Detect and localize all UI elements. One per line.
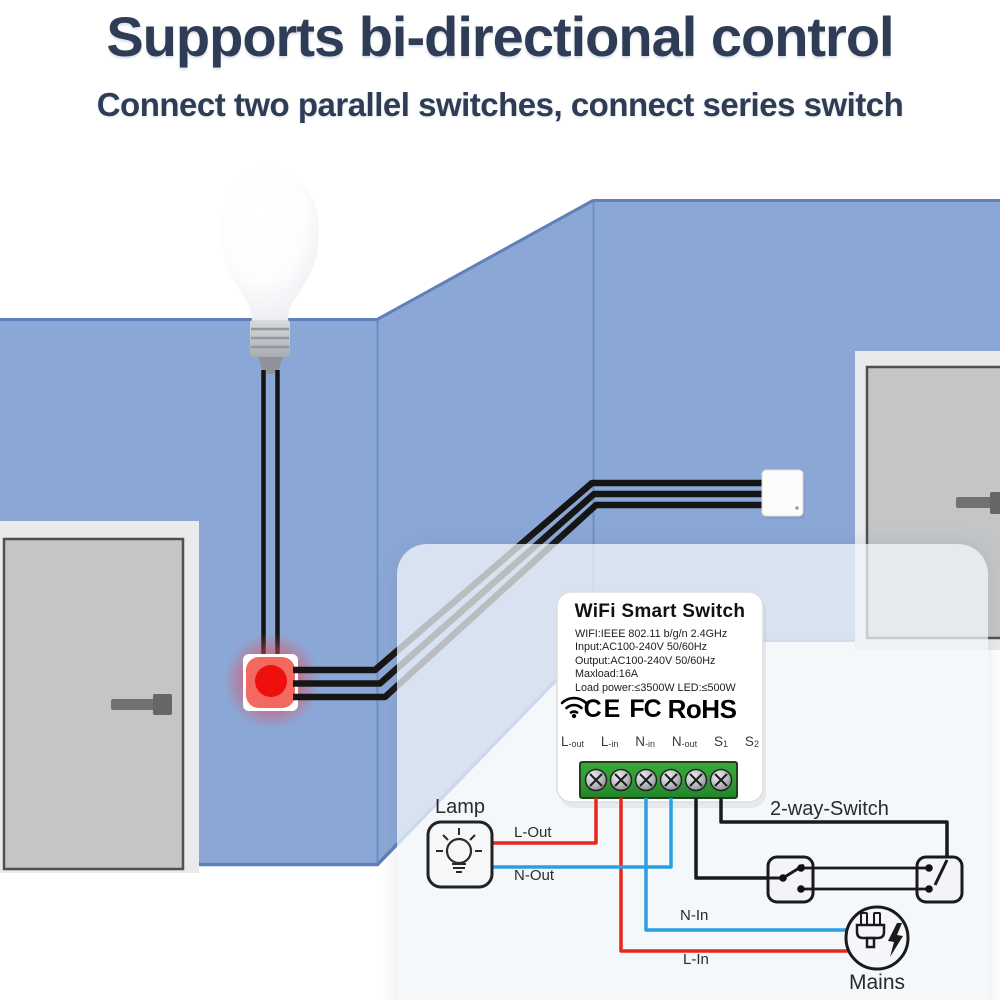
certification-row: CE FC RoHS [559, 694, 761, 725]
terminal-label: N-out [671, 734, 698, 749]
spec-line: Output:AC100-240V 50/60Hz [575, 654, 716, 667]
smart-switch-on-wall [224, 633, 320, 729]
door-right-handle-icon [956, 497, 992, 508]
switch-indicator [255, 665, 287, 697]
diagram-wires [492, 798, 949, 953]
wire-s1 [694, 798, 783, 880]
wire-l-out [492, 798, 598, 845]
light-bulb [221, 167, 319, 662]
terminal-label: L-in [600, 734, 619, 749]
ce-mark: CE [583, 695, 623, 723]
plug-icon [855, 912, 886, 949]
device-specs: WIFI:IEEE 802.11 b/g/n 2.4GHz Input:AC10… [575, 628, 761, 695]
n-in-label: N-In [680, 907, 709, 924]
lamp-label: Lamp [434, 796, 486, 818]
device-name: WiFi Smart Switch [574, 601, 746, 622]
fcc-mark: FC [629, 695, 661, 723]
wall-switch-box [761, 469, 805, 519]
l-out-label: L-Out [514, 824, 552, 841]
wifi-signal-icon [560, 696, 588, 719]
lightning-bolt-icon [888, 923, 903, 957]
terminal-label: L-out [561, 734, 585, 749]
spec-line: WIFI:IEEE 802.11 b/g/n 2.4GHz [575, 628, 728, 640]
bulb-glass [221, 167, 319, 321]
n-out-label: N-Out [514, 867, 555, 884]
bulb-threads [251, 327, 289, 349]
page-subtitle: Connect two parallel switches, connect s… [96, 86, 904, 123]
lamp-symbol [426, 820, 494, 889]
wire-l-in [619, 798, 850, 953]
switch-toggle-right [933, 859, 949, 886]
terminal-screws [584, 768, 733, 792]
door-right-handle-base [990, 492, 1000, 514]
l-in-label: L-In [683, 951, 709, 968]
mains-symbol [844, 905, 910, 971]
two-way-switches [766, 855, 964, 904]
switch-box-right [915, 855, 964, 904]
wire-n-out [492, 798, 673, 869]
terminal-label: S2 [744, 734, 759, 749]
spec-line: Input:AC100-240V 50/60Hz [575, 641, 708, 654]
spec-line: Load power:≤3500W LED:≤500W [575, 681, 736, 694]
terminal-label: N-in [635, 734, 656, 749]
spec-line: Maxload:16A [575, 668, 639, 681]
bulb-icon [436, 828, 482, 873]
wire-n-in [644, 798, 848, 932]
terminal-label: S1 [714, 734, 729, 749]
rohs-mark: RoHS [667, 694, 737, 724]
bulb-tip [258, 357, 283, 374]
door-left [0, 521, 199, 873]
page-title: Supports bi-directional control [106, 5, 894, 68]
wire-s2 [719, 798, 949, 861]
door-left-handle-base [153, 694, 172, 715]
smart-switch-device [556, 591, 766, 808]
door-left-handle-icon [111, 699, 155, 710]
terminal-labels: L-out L-in N-in N-out S1 S2 [561, 734, 759, 749]
mains-label: Mains [848, 971, 906, 994]
two-way-switch-label: 2-way-Switch [770, 798, 889, 820]
